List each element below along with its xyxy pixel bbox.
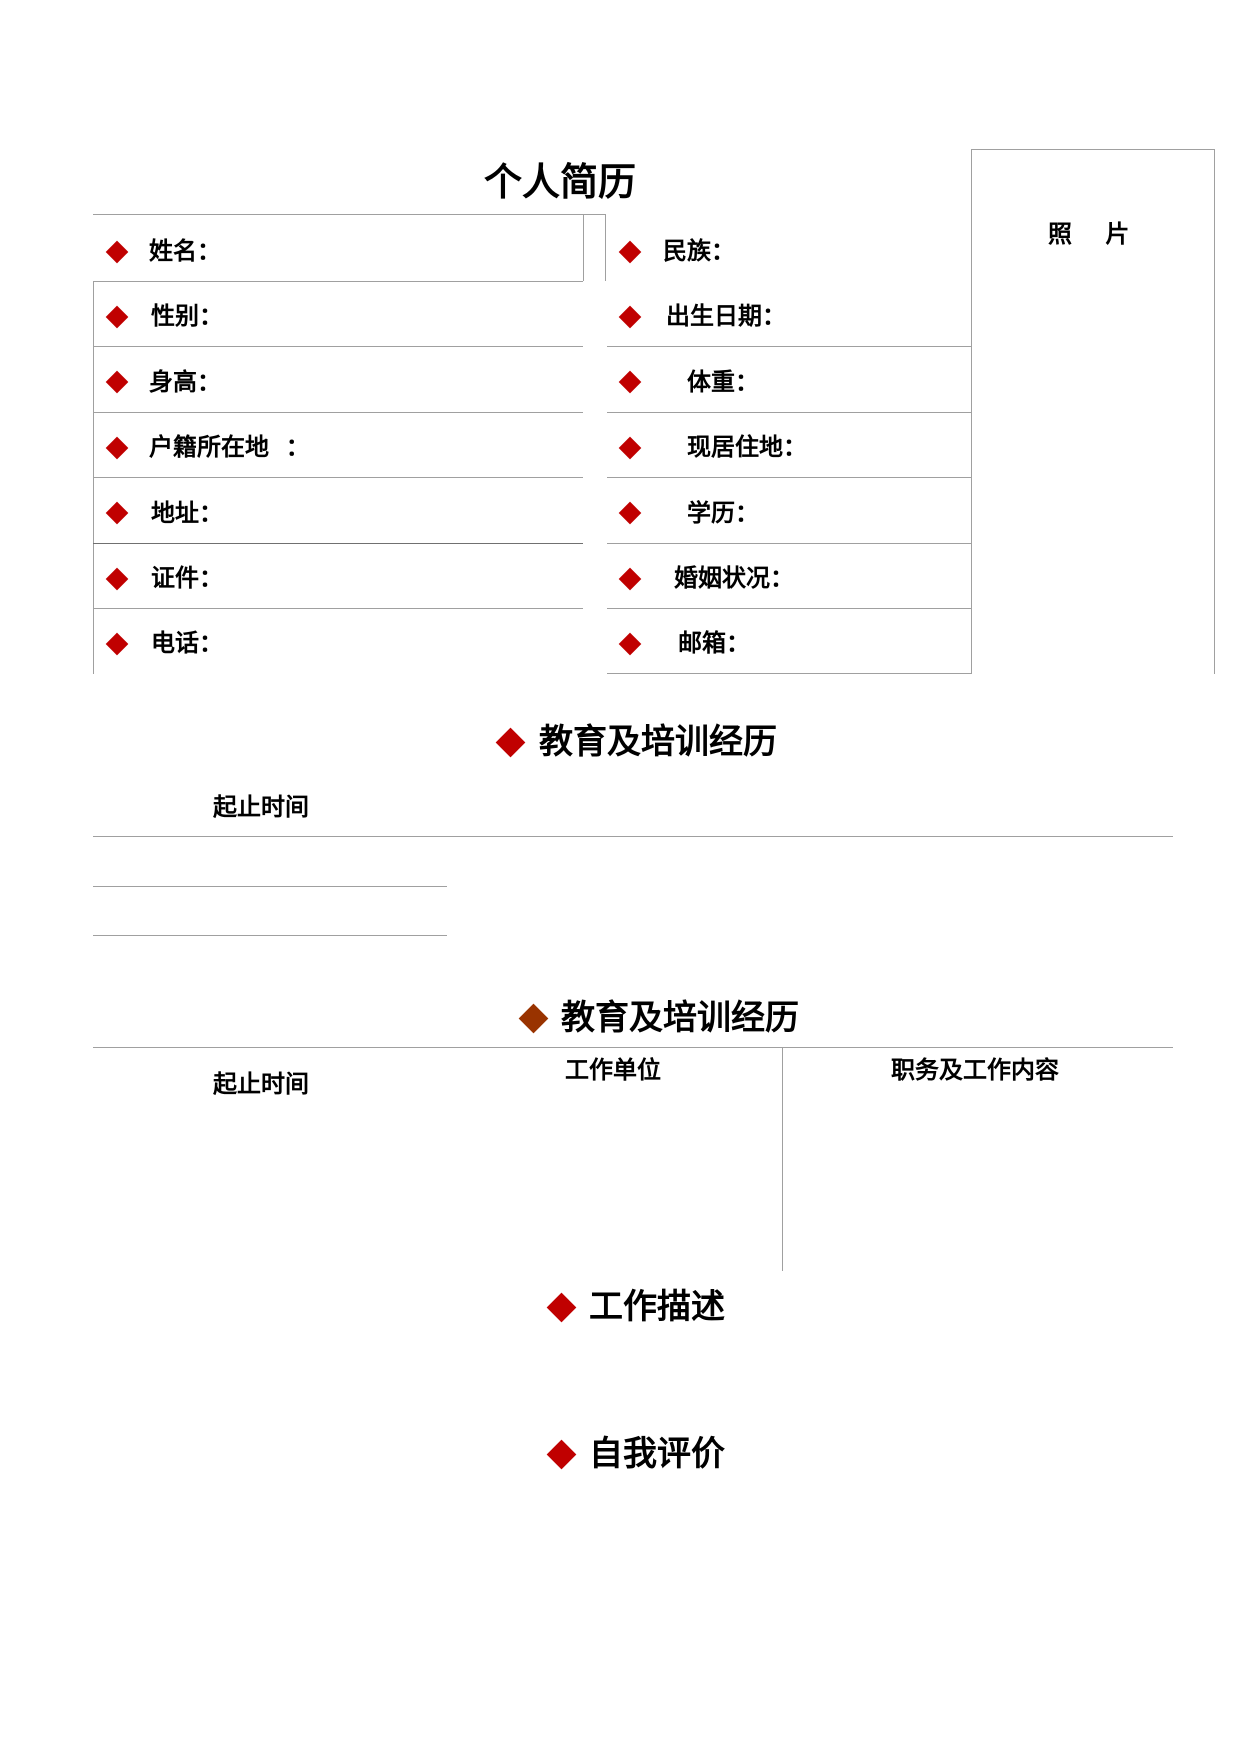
info-row-rule — [607, 346, 971, 347]
work-history-top-rule — [93, 1047, 1173, 1048]
diamond-icon — [546, 1292, 577, 1323]
education-header-rule — [93, 836, 1173, 837]
email-label: 邮箱： — [678, 628, 750, 657]
photo-box: 照 片 — [971, 149, 1215, 674]
info-top-rule — [93, 214, 605, 215]
gender-label: 性别： — [151, 301, 223, 330]
residence-label: 现居住地： — [687, 432, 807, 461]
work-time-header: 起止时间 — [213, 1069, 309, 1098]
info-row-rule — [93, 477, 583, 478]
height-label: 身高： — [149, 367, 221, 396]
diamond-icon — [618, 370, 642, 394]
diamond-icon — [518, 1003, 549, 1034]
employer-header: 工作单位 — [565, 1055, 661, 1084]
birthdate-label: 出生日期： — [666, 301, 786, 330]
work-history-section-title: 教育及培训经历 — [561, 998, 799, 1038]
info-row-rule — [93, 346, 583, 347]
education-level-label: 学历： — [687, 498, 759, 527]
page-title: 个人简历 — [484, 159, 637, 204]
education-section-title: 教育及培训经历 — [539, 722, 777, 762]
info-row-rule — [607, 412, 971, 413]
info-row-rule — [607, 673, 971, 674]
id-label: 证件： — [151, 563, 223, 592]
phone-label: 电话： — [151, 628, 223, 657]
hukou-label: 户籍所在地 ： — [149, 432, 310, 461]
info-row-rule — [93, 412, 583, 413]
weight-label: 体重： — [687, 367, 759, 396]
diamond-icon — [618, 632, 642, 656]
diamond-icon — [105, 501, 129, 525]
education-time-header: 起止时间 — [213, 792, 309, 821]
work-description-title: 工作描述 — [589, 1287, 725, 1327]
info-row-rule — [93, 281, 583, 282]
right-column-left-border — [605, 214, 606, 281]
name-cell-right-border — [583, 214, 584, 281]
address-label: 地址： — [151, 498, 223, 527]
self-evaluation-title: 自我评价 — [589, 1434, 725, 1474]
diamond-icon — [105, 632, 129, 656]
diamond-icon — [618, 305, 642, 329]
ethnicity-label: 民族： — [663, 236, 735, 265]
info-row-rule — [607, 543, 971, 544]
diamond-icon — [618, 567, 642, 591]
diamond-icon — [105, 305, 129, 329]
info-row-rule — [607, 608, 971, 609]
duties-header: 职务及工作内容 — [891, 1055, 1059, 1084]
diamond-icon — [618, 436, 642, 460]
diamond-icon — [105, 370, 129, 394]
info-row-rule — [93, 543, 583, 544]
diamond-icon — [495, 727, 526, 758]
diamond-icon — [105, 567, 129, 591]
name-label: 姓名： — [149, 236, 221, 265]
education-row-rule — [93, 935, 447, 936]
diamond-icon — [105, 436, 129, 460]
diamond-icon — [618, 240, 642, 264]
education-row-rule — [93, 886, 447, 887]
marital-status-label: 婚姻状况： — [674, 563, 794, 592]
work-history-column-divider — [782, 1047, 783, 1271]
diamond-icon — [546, 1439, 577, 1470]
diamond-icon — [105, 240, 129, 264]
info-row-rule — [93, 608, 583, 609]
info-row-rule — [607, 477, 971, 478]
diamond-icon — [618, 501, 642, 525]
photo-label: 照 片 — [1048, 219, 1130, 248]
